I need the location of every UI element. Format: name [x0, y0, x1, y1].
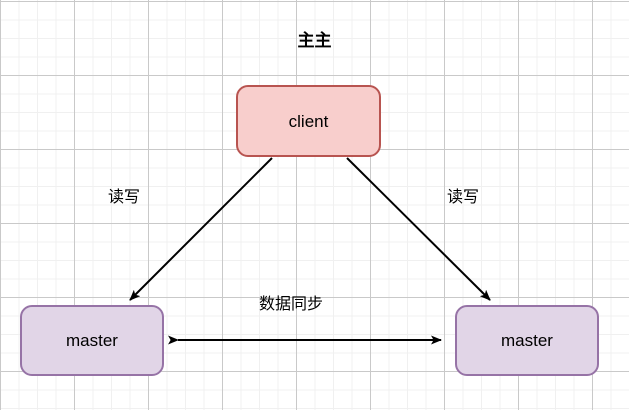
- node-master-right-label: master: [501, 331, 553, 350]
- arrow-client-to-master-left: [129, 157, 273, 301]
- node-master-left-label: master: [66, 331, 118, 350]
- edge-label-read-write-right: 读写: [447, 189, 480, 206]
- node-client-label: client: [288, 111, 329, 131]
- edge-label-read-write-left: 读写: [108, 189, 141, 206]
- arrow-client-to-master-right: [346, 157, 491, 301]
- node-client[interactable]: client: [236, 85, 381, 157]
- edge-label-data-sync: 数据同步: [259, 296, 324, 313]
- node-master-right[interactable]: master: [455, 305, 599, 376]
- page-title: 主主: [297, 31, 332, 50]
- node-master-left[interactable]: master: [20, 305, 164, 376]
